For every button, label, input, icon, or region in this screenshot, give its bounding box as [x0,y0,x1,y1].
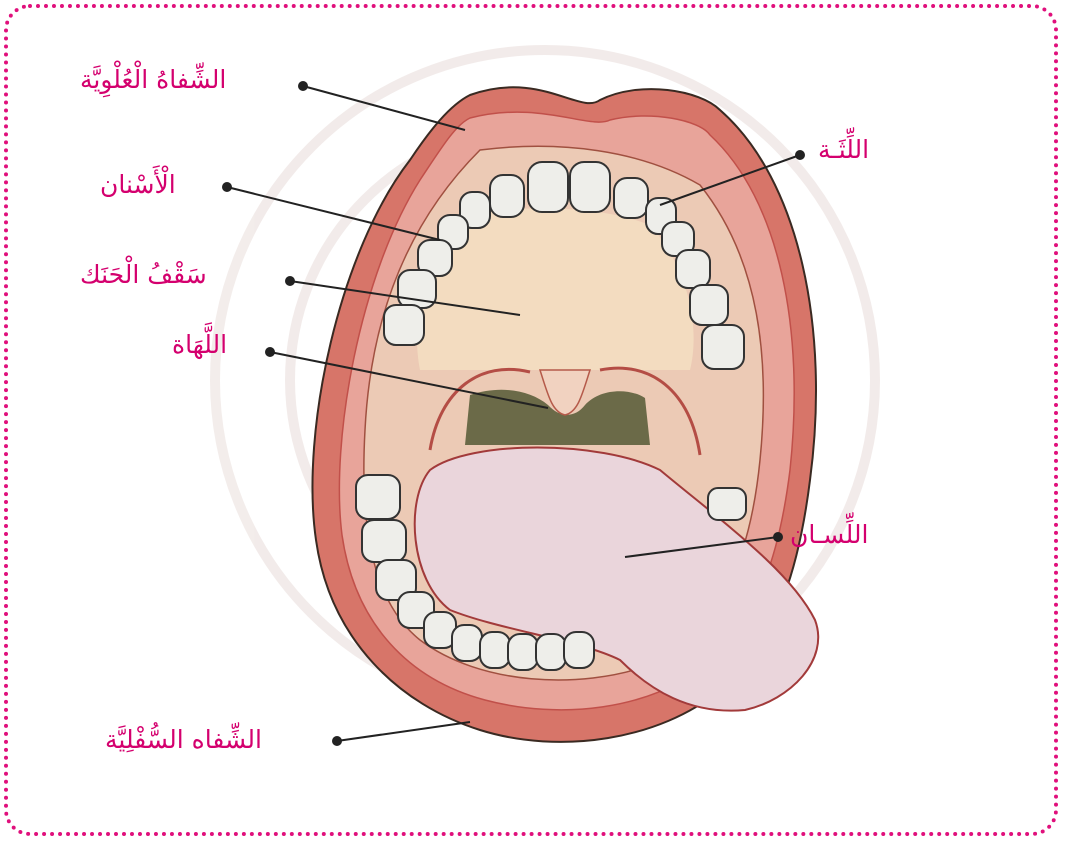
label-tongue: اللِّسـان [790,522,868,547]
label-teeth: الْأَسْنان [100,172,176,197]
label-upper-lip: الشِّفاهُ الْعُلْوِيَّة [80,67,226,92]
label-palate: سَقْفُ الْحَنَك [80,262,207,287]
label-lower-lip: الشِّفاه السُّفْلِيَّة [105,727,262,752]
label-gums: اللِّثَـة [818,137,869,162]
label-uvula: اللَّهَاة [172,332,227,357]
